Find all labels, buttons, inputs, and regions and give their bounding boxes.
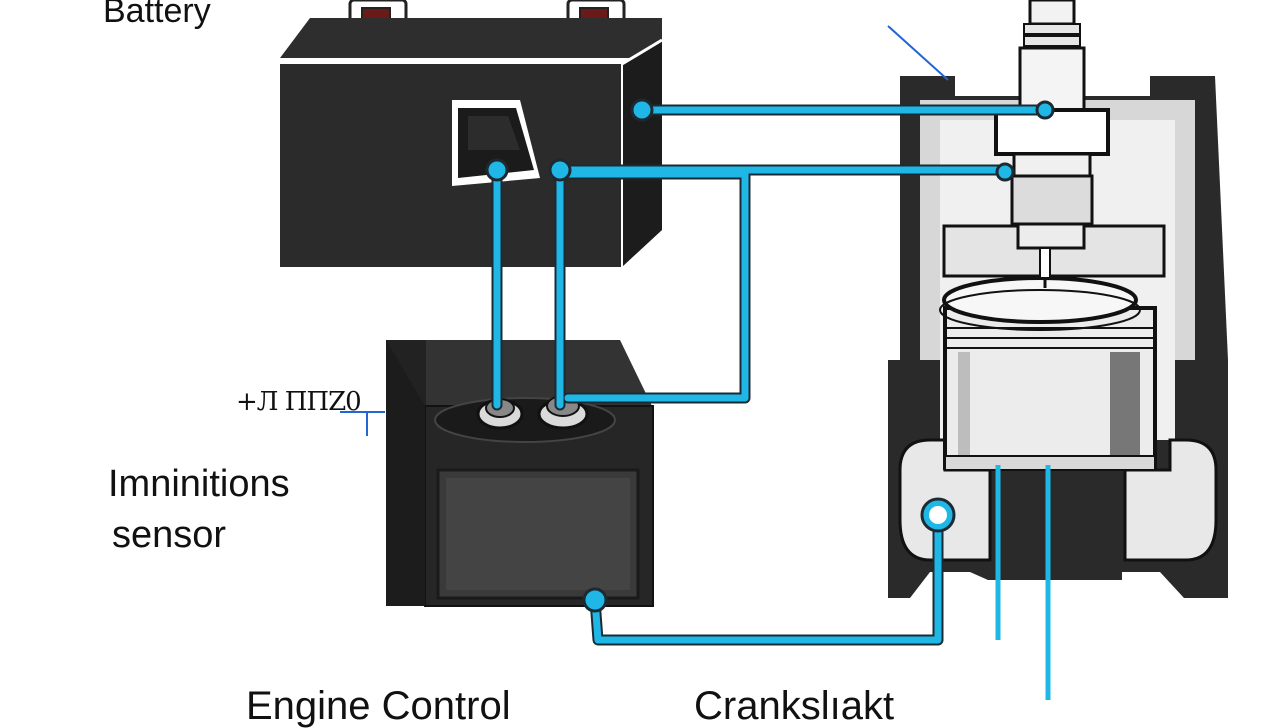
sensor-label-line2: sensor — [112, 514, 227, 556]
engine-cylinder — [888, 76, 1228, 700]
sensor-label-line1: Imninitions — [108, 463, 290, 505]
battery-label: Battery — [103, 0, 211, 30]
annotation-marker — [340, 411, 385, 436]
battery — [280, 0, 663, 267]
wire-ecu-to-crank — [591, 511, 942, 644]
wires — [485, 98, 1055, 646]
crankshaft-label: Crankslıakt — [694, 684, 895, 728]
engine-control-unit — [386, 340, 654, 607]
small-annotation-label: +Л ППZ0 — [236, 387, 362, 417]
pointer-line — [887, 25, 949, 81]
wire-loop — [556, 170, 749, 402]
engine-control-label: Engine Control — [246, 684, 511, 728]
battery-lid — [280, 18, 662, 58]
battery-connector — [452, 100, 540, 186]
piston — [939, 276, 1157, 471]
spark-plug — [994, 0, 1110, 288]
